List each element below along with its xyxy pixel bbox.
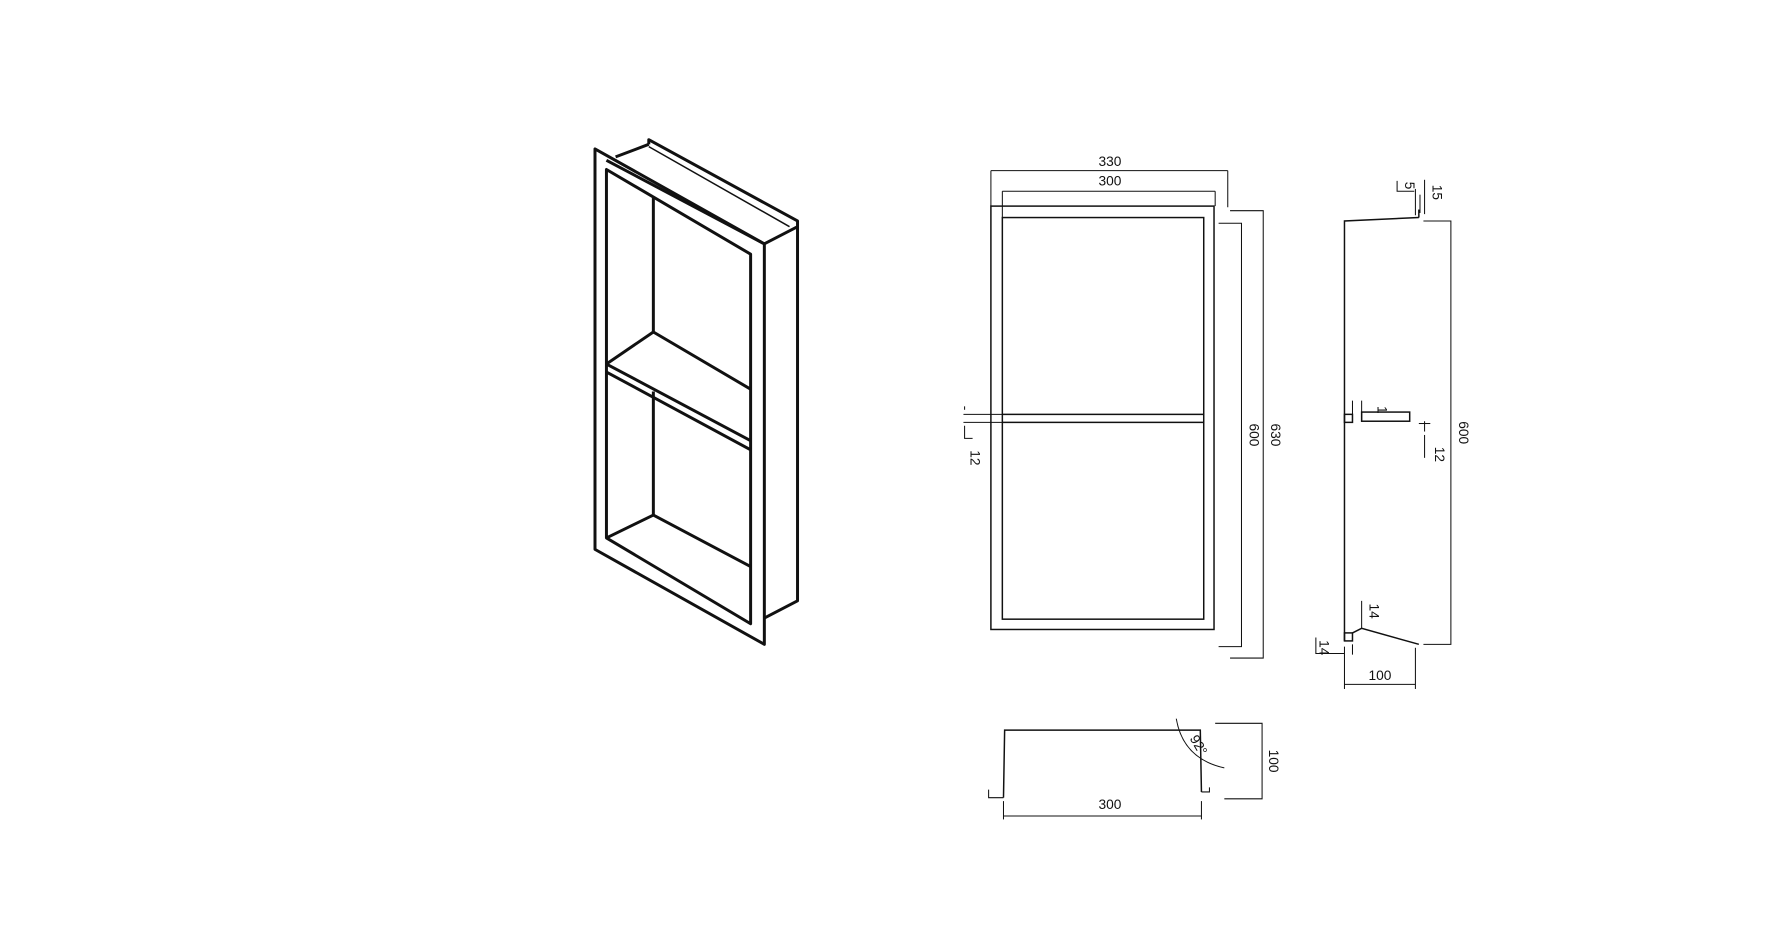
dim-12-front: 12 xyxy=(967,450,982,465)
dim-600-side: 600 xyxy=(1456,421,1471,444)
dim-15: 15 xyxy=(1430,185,1445,201)
isometric-view xyxy=(593,138,800,646)
front-view: 330 300 600 630 12 xyxy=(963,154,1283,659)
dim-630: 630 xyxy=(1268,424,1283,447)
dim-1: 1 xyxy=(1375,406,1390,414)
side-view: 600 5 15 1 12 14 14 100 xyxy=(1315,179,1471,689)
angle-92: 92° xyxy=(1187,732,1210,757)
dim-14-left: 14 xyxy=(1316,640,1331,656)
dim-12-side: 12 xyxy=(1432,447,1447,462)
dim-100-top: 100 xyxy=(1266,750,1281,773)
dim-330: 330 xyxy=(1098,154,1121,169)
top-view: 300 100 92° xyxy=(988,718,1281,820)
dim-300-top: 300 xyxy=(1098,797,1121,812)
dim-14-upper: 14 xyxy=(1367,604,1382,620)
dim-100-side: 100 xyxy=(1368,668,1391,683)
dim-300: 300 xyxy=(1098,174,1121,189)
dim-600: 600 xyxy=(1247,424,1262,447)
dim-5: 5 xyxy=(1402,182,1417,190)
